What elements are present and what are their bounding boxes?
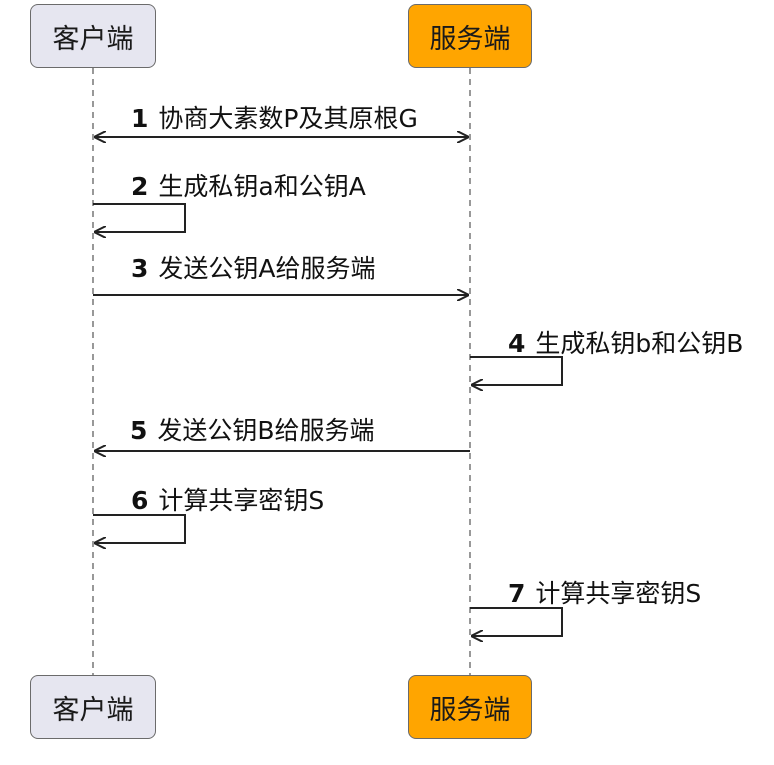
message-label-2: 2 生成私钥a和公钥A [131,172,366,202]
message-text: 生成私钥b和公钥B [535,329,744,358]
message-label-3: 3 发送公钥A给服务端 [131,254,376,284]
message-arrows [93,137,563,636]
participant-client-bottom: 客户端 [30,675,156,739]
message-number: 7 [508,579,526,608]
message-number: 5 [130,416,148,445]
message-text: 计算共享密钥S [535,579,702,608]
message-arrow-7 [470,607,563,636]
message-text: 协商大素数P及其原根G [158,104,418,133]
message-label-7: 7 计算共享密钥S [508,579,701,609]
message-text: 发送公钥B给服务端 [157,416,375,445]
message-text: 计算共享密钥S [158,486,325,515]
participant-server-bottom: 服务端 [408,675,532,739]
message-number: 3 [131,254,149,283]
message-label-6: 6 计算共享密钥S [131,486,324,516]
message-label-5: 5 发送公钥B给服务端 [130,416,375,446]
message-text: 发送公钥A给服务端 [158,254,376,283]
message-number: 1 [131,104,149,133]
message-text: 生成私钥a和公钥A [158,172,366,201]
message-arrow-2 [93,203,186,232]
message-arrow-4 [470,356,563,385]
participant-client-top: 客户端 [30,4,156,68]
message-label-1: 1 协商大素数P及其原根G [131,104,418,134]
message-arrow-6 [93,514,186,543]
participant-server-top: 服务端 [408,4,532,68]
message-label-4: 4 生成私钥b和公钥B [508,329,743,359]
message-number: 6 [131,486,149,515]
message-number: 2 [131,172,149,201]
message-number: 4 [508,329,526,358]
